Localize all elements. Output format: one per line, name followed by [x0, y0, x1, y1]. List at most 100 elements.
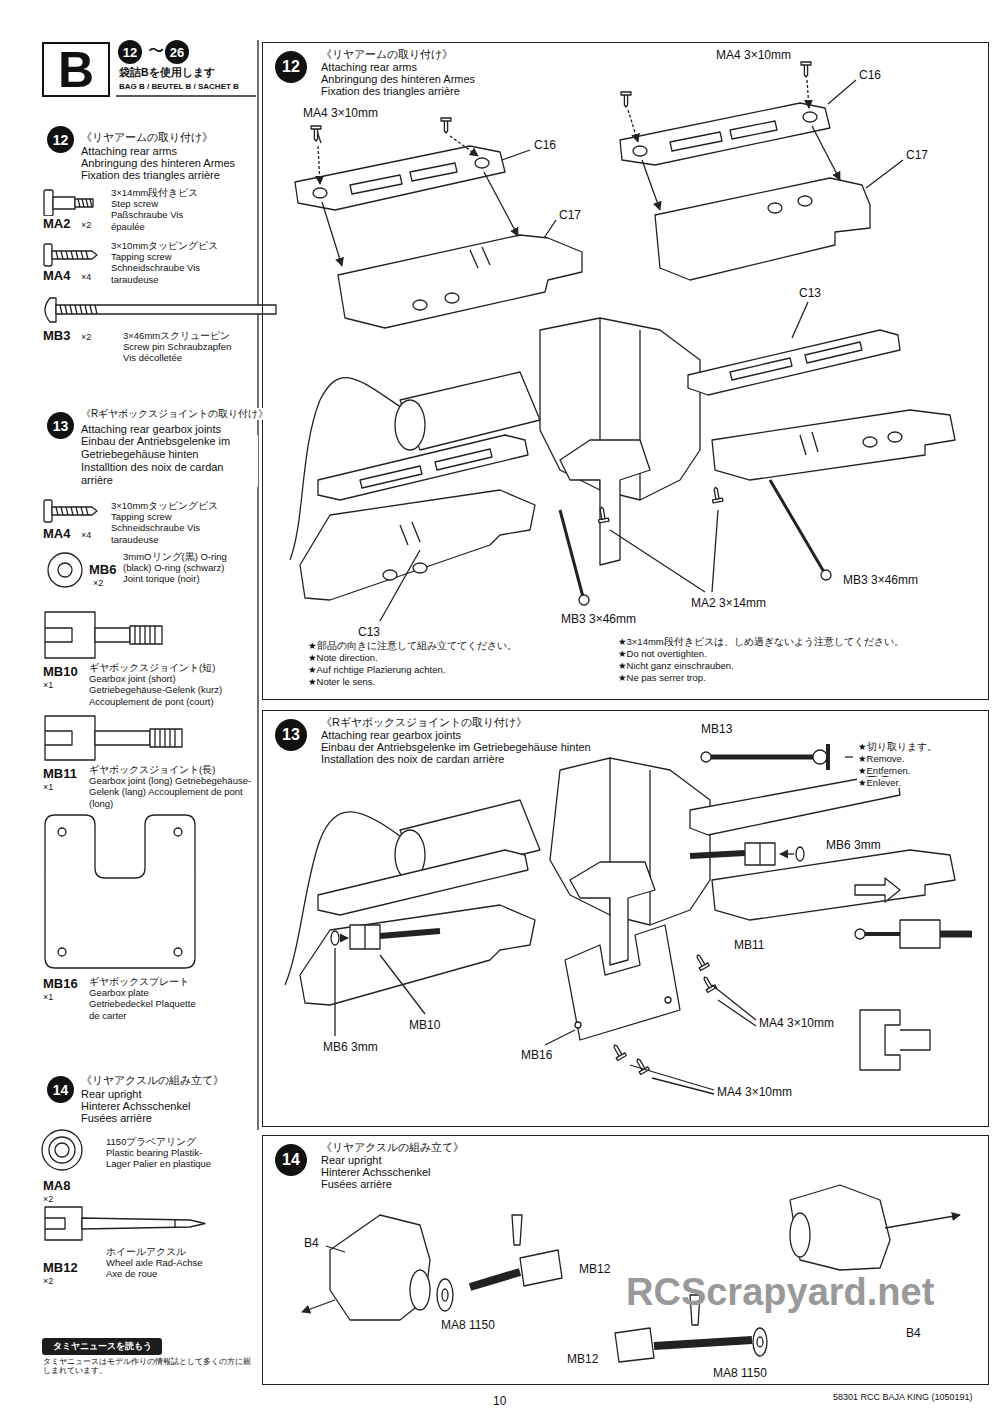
wheel-axle-icon — [45, 1207, 82, 1240]
tapping-screw-icon — [44, 244, 52, 266]
rear-arm-illustration — [338, 235, 582, 328]
part-code: MA4 — [42, 526, 71, 541]
part-description: ホイールアクスル Wheel axle Rad-Achse Axe de rou… — [105, 1246, 207, 1280]
gearbox-joint-illustration — [364, 925, 365, 949]
step-heading: 《Rギヤボックスジョイントの取り付け》 — [321, 716, 988, 728]
circle-shape — [275, 1144, 307, 1176]
step-number-circle: 14 — [47, 1076, 74, 1103]
screw-pin-icon — [45, 298, 276, 322]
step-heading: 《リヤアームの取り付け》 — [321, 48, 988, 60]
gearbox-joint-short-icon — [135, 626, 155, 644]
node-text: 14 — [53, 1083, 69, 1097]
gearbox-joint-illustration — [780, 853, 794, 854]
note-text: ★Noter le sens. — [307, 676, 376, 687]
part-description: 3×46mmスクリューピン Screw pin Schraubzapfen Vi… — [122, 330, 239, 364]
gearbox-joint-illustration — [565, 925, 680, 1040]
part-description: ギヤボックスプレート Gearbox plate Getriebedeckel … — [88, 976, 205, 1021]
part-label: C17 — [558, 208, 582, 222]
gearbox-joint-short-icon — [95, 628, 130, 642]
gearbox-joint-illustration — [860, 1010, 900, 1070]
part-code: MA2 — [42, 216, 71, 231]
rear-arm-illustration — [413, 300, 427, 310]
rear-arm-illustration — [670, 132, 722, 151]
rear-arm-illustration — [712, 410, 955, 480]
page-text: 〜 — [147, 42, 165, 61]
rear-arm-illustration — [311, 126, 321, 141]
step-range-circle: 26 — [165, 40, 189, 64]
part-code: MB10 — [42, 664, 79, 679]
part-label: C13 — [798, 286, 822, 300]
quantity: ×1 — [42, 680, 54, 691]
part-label: B4 — [303, 1236, 320, 1250]
part-code: MA4 3×10mm — [302, 106, 379, 120]
watermark: RCScrapyard.net — [625, 1272, 935, 1314]
gearbox-joint-illustration — [610, 1043, 626, 1061]
gearbox-joint-illustration — [331, 931, 339, 945]
step-range-circle: 12 — [118, 40, 142, 64]
gearbox-plate-icon — [45, 815, 195, 968]
part-description: 3×14mm段付きビス Step screw Paßschraube Vis é… — [110, 187, 217, 232]
rear-arm-illustration — [730, 121, 777, 139]
tapping-screw-icon — [52, 507, 97, 515]
gearbox-joint-illustration — [700, 975, 716, 993]
rear-arm-illustration — [770, 480, 824, 572]
step-number-circle: 12 — [47, 126, 74, 153]
rear-arm-illustration — [295, 146, 505, 210]
part-label: C13 — [357, 625, 381, 639]
note-text: ★切り取ります。 — [857, 741, 938, 752]
gearbox-joint-long-icon — [95, 731, 150, 745]
rear-arm-illustration — [655, 178, 870, 280]
tapping-screw-icon — [52, 251, 97, 259]
rear-arm-illustration — [360, 466, 422, 488]
tapping-screw-icon — [44, 244, 97, 266]
gearbox-joint-illustration — [900, 920, 940, 948]
part-description: 3mmOリング(黒) O-ring (black) O-ring (schwar… — [122, 551, 244, 585]
screw-pin-icon — [56, 305, 276, 314]
rear-arm-illustration — [475, 158, 489, 168]
quantity: ×1 — [42, 782, 54, 793]
gearbox-plate-icon — [58, 828, 66, 836]
part-code: MB11 — [733, 938, 765, 952]
page-text: 10 — [492, 1394, 507, 1408]
part-code: MB13 — [700, 722, 733, 736]
rear-arm-illustration — [579, 595, 589, 605]
rear-arm-illustration — [863, 437, 877, 447]
gearbox-joint-long-icon — [45, 716, 95, 760]
gearbox-joint-illustration — [545, 1030, 575, 1045]
rear-arm-illustration — [313, 188, 327, 198]
gearbox-plate-icon — [45, 815, 195, 968]
part-code: MB12 — [566, 1352, 599, 1366]
rear-upright-illustration — [302, 1300, 335, 1312]
rear-arm-illustration — [400, 522, 420, 545]
gearbox-joint-illustration — [860, 932, 900, 936]
part-code: MB3 3×46mm — [560, 612, 637, 626]
part-label: B4 — [905, 1326, 922, 1340]
rear-arm-illustration — [596, 506, 608, 523]
rear-arm-illustration — [383, 570, 397, 580]
gearbox-joint-illustration — [550, 758, 710, 925]
part-code: MA8 — [42, 1178, 71, 1193]
tapping-screw-icon — [44, 500, 52, 522]
node-text: 14 — [282, 1152, 300, 1168]
page-text: 袋詰Bを使用します — [118, 66, 216, 78]
step-number-circle: 12 — [275, 51, 307, 83]
rear-arm-illustration — [633, 146, 647, 156]
o-ring-icon — [48, 553, 82, 587]
note-text: ★3×14mm段付きビスは、しめ過ぎないよう注意してください。 — [617, 636, 905, 647]
rear-arm-illustration — [380, 550, 420, 621]
step-heading: 《リヤアクスルの組み立て》 — [321, 1141, 988, 1153]
part-code: MB16 — [42, 976, 79, 991]
rear-upright-illustration — [330, 1215, 430, 1320]
rear-arm-illustration — [801, 62, 811, 77]
plastic-bearing-icon — [55, 1143, 69, 1157]
rear-upright-illustration — [520, 1250, 562, 1286]
part-code: MA4 — [42, 268, 71, 283]
gearbox-joint-illustration — [690, 853, 745, 856]
quantity: ×4 — [80, 272, 92, 283]
part-code: MA4 3×10mm — [716, 1085, 793, 1099]
part-code: MB11 — [42, 766, 78, 781]
rear-arm-illustration — [768, 203, 782, 213]
step-heading: Rear upright — [321, 1154, 988, 1166]
rear-arm-illustration — [888, 432, 902, 442]
